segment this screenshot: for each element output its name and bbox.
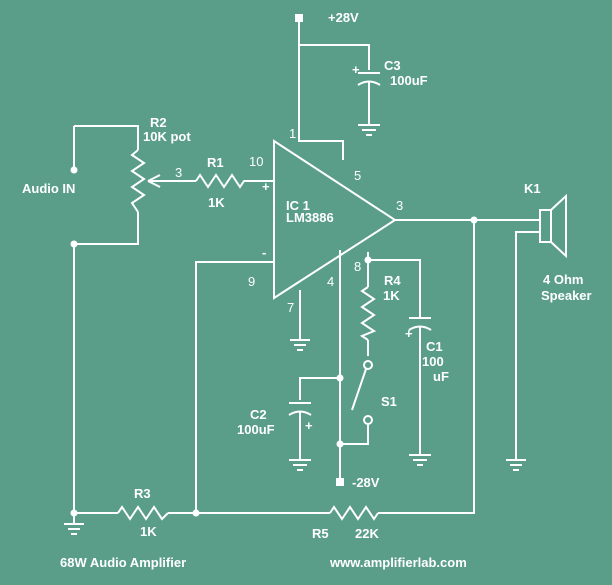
r2-ref: R2 [150,115,167,130]
pin-7: 7 [287,300,294,315]
r2-value: 10K pot [143,129,191,144]
r3-value: 1K [140,524,157,539]
footer-title: 68W Audio Amplifier [60,555,186,570]
c1-value-line2: uF [433,369,449,384]
output-junction [470,216,478,224]
capacitor-c3 [357,72,381,136]
resistor-r1 [195,173,274,189]
r4-value: 1K [383,288,400,303]
footer-website: www.amplifierlab.com [329,555,467,570]
pos-supply-wire [298,22,370,160]
pin-4: 4 [327,274,334,289]
k1-line2: Speaker [541,288,592,303]
c1-ref: C1 [426,339,443,354]
speaker-return-wire [515,231,540,460]
pos-supply-label: +28V [328,10,359,25]
ground-symbol-speaker [506,459,526,471]
pin4-junction-bottom [336,440,344,448]
r1-ref: R1 [207,155,224,170]
c3-ref: C3 [384,58,401,73]
bottom-wires [74,220,475,514]
k1-line1: 4 Ohm [543,272,583,287]
r4-ref: R4 [384,273,401,288]
resistor-r3 [117,505,169,521]
speaker-k1 [539,193,567,259]
ground-symbol-left [64,513,84,535]
input-terminal-top [70,166,78,174]
resistor-r4 [359,286,377,341]
ic-part: LM3886 [286,210,334,225]
resistor-r5 [329,505,379,521]
pin7-ground [290,290,310,351]
s1-contact-top [363,360,373,370]
opamp-triangle [273,139,397,300]
c3-plus: + [352,62,360,77]
r1-value: 1K [208,195,225,210]
s1-ref: S1 [381,394,397,409]
ic-minus-sign: - [262,245,266,260]
pin-3: 3 [396,198,403,213]
ic-name: IC 1 [286,198,310,213]
pin8-junction [364,256,372,264]
neg-supply-terminal [336,478,344,486]
c1-plus: + [405,326,413,341]
r2-wiper-arrow [147,174,196,188]
pin-1: 1 [289,126,296,141]
pos-supply-terminal [295,14,303,22]
c2-value: 100uF [237,422,275,437]
pin-9: 9 [248,274,255,289]
s1-lever [351,368,367,411]
c2-ref: C2 [250,407,267,422]
pin-10: 10 [249,154,263,169]
neg-supply-label: -28V [352,475,380,490]
r3-ref: R3 [134,486,151,501]
ic-plus-sign: + [262,179,270,194]
r5-ref: R5 [312,526,329,541]
pin4-junction-top [336,374,344,382]
input-wires [73,125,139,510]
input-terminal-bottom [70,240,78,248]
r2-wiper-pin: 3 [175,165,182,180]
c1-value-line1: 100 [422,354,444,369]
s1-contact-bottom [363,415,373,425]
resistor-r2 [130,149,146,213]
c3-value: 100uF [390,73,428,88]
pin-5: 5 [354,168,361,183]
r5-value: 22K [355,526,379,541]
capacitor-c1 [408,317,432,466]
capacitor-c2 [288,402,312,471]
inverting-input-wire [195,261,274,513]
pin-8: 8 [354,259,361,274]
c2-plus: + [305,418,313,433]
k1-ref: K1 [524,181,541,196]
audio-in-label: Audio IN [22,181,75,196]
